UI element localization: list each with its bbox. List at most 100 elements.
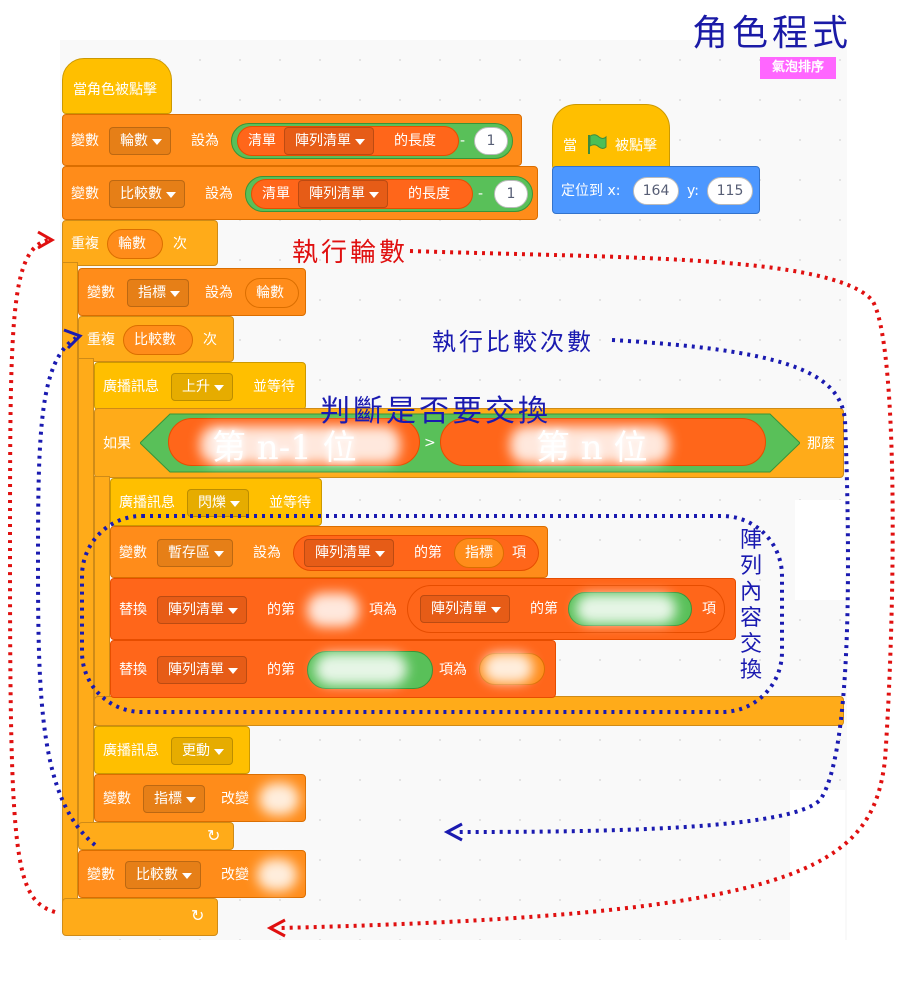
block-label: 重複 <box>87 332 115 348</box>
block-label: 變數 <box>87 285 115 301</box>
list-length-reporter[interactable]: 清單 陣列清單 的長度 <box>251 179 473 209</box>
repeat-rounds-end: ↻ <box>62 898 218 936</box>
minus-sign: - <box>478 186 484 202</box>
block-label: 次 <box>203 332 217 348</box>
page-title: 角色程式 <box>692 13 853 54</box>
number-input[interactable]: 1 <box>474 127 508 155</box>
blurred-overlay <box>315 653 407 685</box>
variable-dropdown[interactable]: 暫存區 <box>157 539 233 567</box>
set-compares-block[interactable]: 變數 比較數 設為 清單 陣列清單 的長度 - 1 <box>62 166 538 220</box>
blurred-overlay <box>259 783 299 815</box>
reporter-label: 的長度 <box>408 186 450 202</box>
x-input[interactable]: 164 <box>633 177 679 205</box>
loop-arrow-icon: ↻ <box>191 906 205 925</box>
message-dropdown[interactable]: 上升 <box>171 373 233 401</box>
block-label: 當 <box>563 138 577 154</box>
compares-reporter[interactable]: 比較數 <box>123 325 193 355</box>
block-label: 定位到 x: <box>561 183 621 199</box>
number-input[interactable]: 1 <box>494 180 528 208</box>
rounds-reporter[interactable]: 輪數 <box>107 229 163 259</box>
block-label: 設為 <box>205 285 233 301</box>
repeat-compares-block[interactable]: 重複 比較數 次 <box>78 316 234 362</box>
workspace-gap-lower <box>790 790 845 940</box>
block-label: 變數 <box>71 186 99 202</box>
subtract-operator[interactable]: 清單 陣列清單 的長度 - 1 <box>231 123 513 159</box>
block-label: 項為 <box>439 662 467 678</box>
block-label: 變數 <box>71 133 99 149</box>
change-compares-block[interactable]: 變數 比較數 改變 <box>78 850 306 898</box>
hat-label: 當角色被點擊 <box>73 82 157 98</box>
blurred-overlay <box>510 426 670 464</box>
broadcast-update-block[interactable]: 廣播訊息 更動 <box>94 726 250 774</box>
block-label: 變數 <box>119 545 147 561</box>
set-temp-block[interactable]: 變數 暫存區 設為 陣列清單 的第 指標 項 <box>110 526 548 578</box>
block-label: 變數 <box>87 867 115 883</box>
message-dropdown[interactable]: 更動 <box>171 737 233 765</box>
blurred-overlay <box>307 593 359 627</box>
judge-annotation: 判斷是否要交換 <box>320 394 551 429</box>
reporter-label: 的長度 <box>394 133 436 149</box>
workspace-gap <box>795 500 845 600</box>
loop-arrow-icon: ↻ <box>207 826 221 845</box>
reporter-label: 清單 <box>262 186 290 202</box>
variable-dropdown[interactable]: 指標 <box>127 279 189 307</box>
variable-dropdown[interactable]: 輪數 <box>109 127 171 155</box>
item-of-list-reporter[interactable]: 陣列清單 的第 指標 項 <box>293 535 539 571</box>
list-dropdown[interactable]: 陣列清單 <box>304 539 394 567</box>
block-label: 替換 <box>119 602 147 618</box>
list-dropdown[interactable]: 陣列清單 <box>298 180 388 208</box>
message-dropdown[interactable]: 閃爍 <box>187 489 249 517</box>
variable-dropdown[interactable]: 比較數 <box>109 180 185 208</box>
title-badge: 氣泡排序 <box>760 57 836 79</box>
set-index-block[interactable]: 變數 指標 設為 輪數 <box>78 268 306 316</box>
blurred-overlay <box>200 426 400 464</box>
greater-than-sign: > <box>424 435 436 451</box>
block-label: 廣播訊息 <box>103 379 159 395</box>
list-dropdown[interactable]: 陣列清單 <box>420 595 510 623</box>
compares-annotation: 執行比較次數 <box>432 328 594 356</box>
block-label: 設為 <box>253 545 281 561</box>
change-index-block[interactable]: 變數 指標 改變 <box>94 774 306 822</box>
green-flag-icon <box>588 134 607 154</box>
block-label: y: <box>687 183 699 199</box>
block-label: 變數 <box>103 791 131 807</box>
blurred-overlay <box>483 653 533 683</box>
block-label: 廣播訊息 <box>103 743 159 759</box>
block-label: 設為 <box>191 133 219 149</box>
block-label: 設為 <box>205 186 233 202</box>
y-input[interactable]: 115 <box>707 177 753 205</box>
block-label: 被點擊 <box>615 138 657 154</box>
broadcast-up-block[interactable]: 廣播訊息 上升 並等待 <box>94 362 306 410</box>
rounds-reporter[interactable]: 輪數 <box>245 278 299 308</box>
block-label: 的第 <box>267 602 295 618</box>
when-sprite-clicked-block[interactable]: 當角色被點擊 <box>62 58 172 114</box>
item-of-list-reporter[interactable]: 陣列清單 的第 項 <box>407 585 725 633</box>
list-length-reporter[interactable]: 清單 陣列清單 的長度 <box>237 126 459 156</box>
block-label: 項為 <box>369 602 397 618</box>
variable-dropdown[interactable]: 比較數 <box>125 861 201 889</box>
list-dropdown[interactable]: 陣列清單 <box>284 127 374 155</box>
subtract-operator[interactable]: 清單 陣列清單 的長度 - 1 <box>245 176 533 212</box>
variable-dropdown[interactable]: 指標 <box>143 785 205 813</box>
replace-item-block-2[interactable]: 替換 陣列清單 的第 項為 <box>110 640 556 698</box>
left-item-label: 第 n-1 位 <box>212 428 357 468</box>
swap-annotation: 陣列內容交換 <box>740 528 763 683</box>
block-label: 重複 <box>71 236 99 252</box>
when-flag-clicked-block[interactable]: 當 被點擊 <box>552 104 670 170</box>
block-label: 並等待 <box>253 379 295 395</box>
replace-item-block-1[interactable]: 替換 陣列清單 的第 項為 陣列清單 的第 項 <box>110 578 736 640</box>
blurred-overlay <box>576 594 676 624</box>
reporter-label: 項 <box>702 601 716 617</box>
block-label: 改變 <box>221 867 249 883</box>
set-rounds-block[interactable]: 變數 輪數 設為 清單 陣列清單 的長度 - 1 <box>62 114 522 166</box>
rounds-annotation: 執行輪數 <box>292 238 409 268</box>
reporter-label: 清單 <box>248 133 276 149</box>
index-reporter[interactable]: 指標 <box>454 538 504 568</box>
reporter-label: 的第 <box>530 601 558 617</box>
list-dropdown[interactable]: 陣列清單 <box>157 596 247 624</box>
block-label: 改變 <box>221 791 249 807</box>
goto-xy-block[interactable]: 定位到 x: 164 y: 115 <box>552 166 760 214</box>
repeat-rounds-block[interactable]: 重複 輪數 次 <box>62 220 218 266</box>
list-dropdown[interactable]: 陣列清單 <box>157 656 247 684</box>
